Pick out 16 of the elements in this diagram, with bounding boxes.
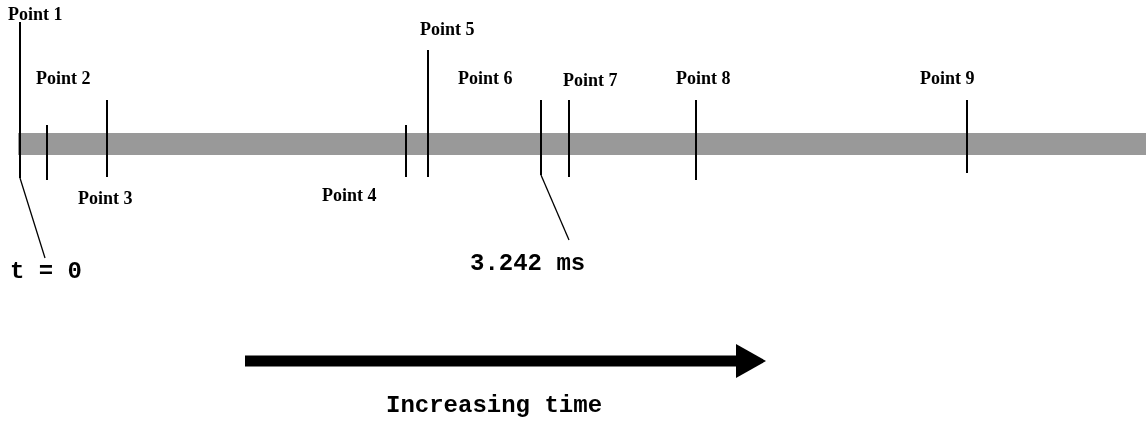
point-label: Point 2: [36, 68, 91, 89]
point-label: Point 6: [458, 68, 513, 89]
time-label: t = 0: [10, 258, 82, 285]
point-label: Point 1: [8, 4, 63, 25]
point-label: Point 8: [676, 68, 731, 89]
point-label: Point 5: [420, 19, 475, 40]
point-label: Point 3: [78, 188, 133, 209]
point-label: Point 4: [322, 185, 377, 206]
point-label: Point 7: [563, 70, 618, 91]
axis-caption: Increasing time: [386, 392, 603, 419]
tick-mark: [19, 22, 21, 178]
point-label: Point 9: [920, 68, 975, 89]
leader-line: [19, 177, 46, 259]
tick-mark: [540, 100, 542, 175]
time-label: 3.242 ms: [470, 250, 586, 277]
leader-line: [540, 174, 570, 241]
